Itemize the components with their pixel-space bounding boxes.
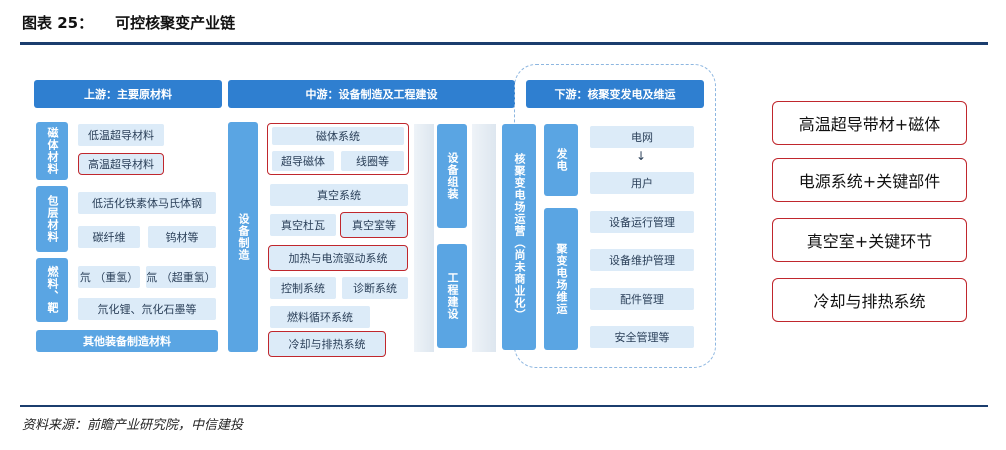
group-blanket-materials-label: 包层材料 — [36, 186, 68, 252]
top-rule — [20, 42, 988, 45]
power-grid: 电网 — [590, 126, 694, 148]
item-rafm-steel: 低活化铁素体马氏体钢 — [78, 192, 216, 214]
group-magnet-materials-label: 磁体材料 — [36, 122, 68, 180]
control-system: 控制系统 — [270, 277, 336, 299]
vacuum-system: 真空系统 — [270, 184, 408, 206]
item-tungsten: 钨材等 — [148, 226, 216, 248]
equipment-maintenance-management: 设备维护管理 — [590, 249, 694, 271]
heating-current-drive-system: 加热与电流驱动系统 — [268, 245, 408, 271]
coils: 线圈等 — [341, 151, 404, 171]
highlight-hts-tape-magnet: 高温超导带材+磁体 — [772, 101, 967, 145]
fusion-plant-operation: 核聚变电场运营（尚未商业化） — [502, 124, 536, 350]
item-deuterium: 氘 （重氢） — [78, 266, 140, 288]
equipment-manufacturing-label: 设备制造 — [228, 122, 258, 352]
spare-parts-management: 配件管理 — [590, 288, 694, 310]
highlight-cooling-system: 冷却与排热系统 — [772, 278, 967, 322]
upstream-footer: 其他装备制造材料 — [36, 330, 218, 352]
end-user: 用户 — [590, 172, 694, 194]
midstream-header: 中游：设备制造及工程建设 — [228, 80, 515, 108]
item-carbon-fiber: 碳纤维 — [78, 226, 140, 248]
highlight-power-system: 电源系统+关键部件 — [772, 158, 967, 202]
arrow-down-icon: ↓ — [636, 149, 647, 163]
highlight-vacuum-chamber: 真空室+关键环节 — [772, 218, 967, 262]
superconducting-magnet: 超导磁体 — [272, 151, 334, 171]
figure-title-text: 可控核聚变产业链 — [115, 14, 236, 32]
item-high-temp-superconductor: 高温超导材料 — [78, 153, 164, 175]
vacuum-dewar: 真空杜瓦 — [270, 214, 336, 236]
vacuum-chamber: 真空室等 — [340, 212, 408, 238]
fuel-cycle-system: 燃料循环系统 — [270, 306, 370, 328]
equipment-assembly: 设备组装 — [437, 124, 467, 228]
bottom-rule — [20, 405, 988, 407]
magnet-system: 磁体系统 — [272, 127, 404, 145]
cooling-heat-removal-system: 冷却与排热系统 — [268, 331, 386, 357]
equipment-operation-management: 设备运行管理 — [590, 211, 694, 233]
upstream-header: 上游：主要原材料 — [34, 80, 222, 108]
flow-chevron-2 — [472, 124, 496, 352]
magnet-system-group — [267, 123, 409, 175]
item-tritium: 氚 （超重氢） — [146, 266, 216, 288]
item-low-temp-superconductor: 低温超导材料 — [78, 124, 164, 146]
source-note: 资料来源：前瞻产业研究院，中信建投 — [22, 418, 244, 433]
downstream-header: 下游：核聚变发电及维运 — [526, 80, 704, 108]
figure-title: 图表 25： 可控核聚变产业链 — [22, 12, 235, 33]
flow-chevron-1 — [414, 124, 434, 352]
engineering-construction: 工程建设 — [437, 244, 467, 348]
plant-maintenance-label: 聚变电场维运 — [544, 208, 578, 350]
safety-management: 安全管理等 — [590, 326, 694, 348]
figure-number: 图表 25： — [22, 14, 94, 32]
group-fuel-target-label: 燃料、靶 — [36, 258, 68, 322]
diagnostic-system: 诊断系统 — [342, 277, 408, 299]
power-generation-label: 发电 — [544, 124, 578, 196]
item-lithium-deuteride: 氘化锂、氘化石墨等 — [78, 298, 216, 320]
